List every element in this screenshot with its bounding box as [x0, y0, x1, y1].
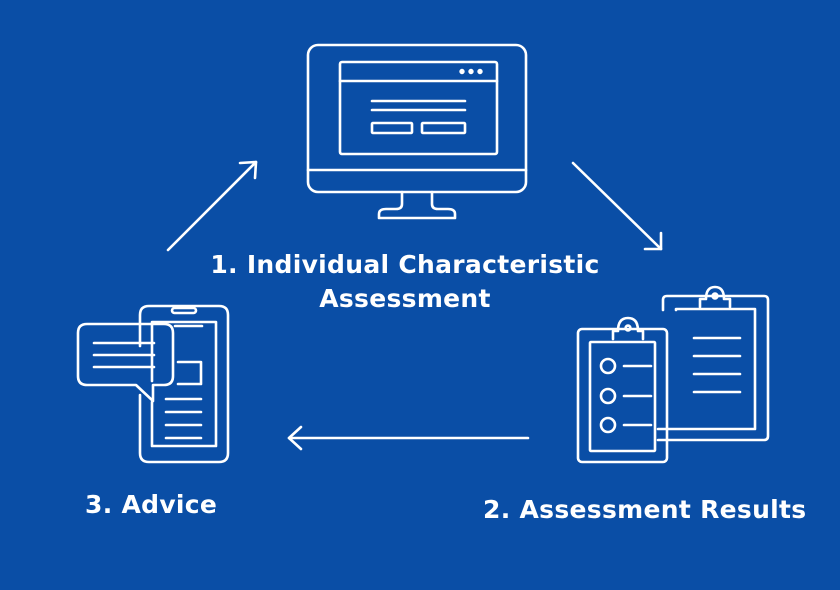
phone-chat-icon	[76, 304, 230, 464]
arrow-assessment-to-results	[571, 161, 663, 251]
monitor-icon	[306, 43, 528, 220]
step-3-label: 3. Advice	[85, 490, 218, 519]
step-1-label: 1. Individual Characteristic Assessment	[210, 250, 600, 313]
arrow-advice-to-assessment	[166, 160, 258, 252]
step-2-label: 2. Assessment Results	[483, 495, 807, 524]
clipboards-icon	[576, 285, 770, 464]
arrow-results-to-advice	[287, 425, 530, 451]
